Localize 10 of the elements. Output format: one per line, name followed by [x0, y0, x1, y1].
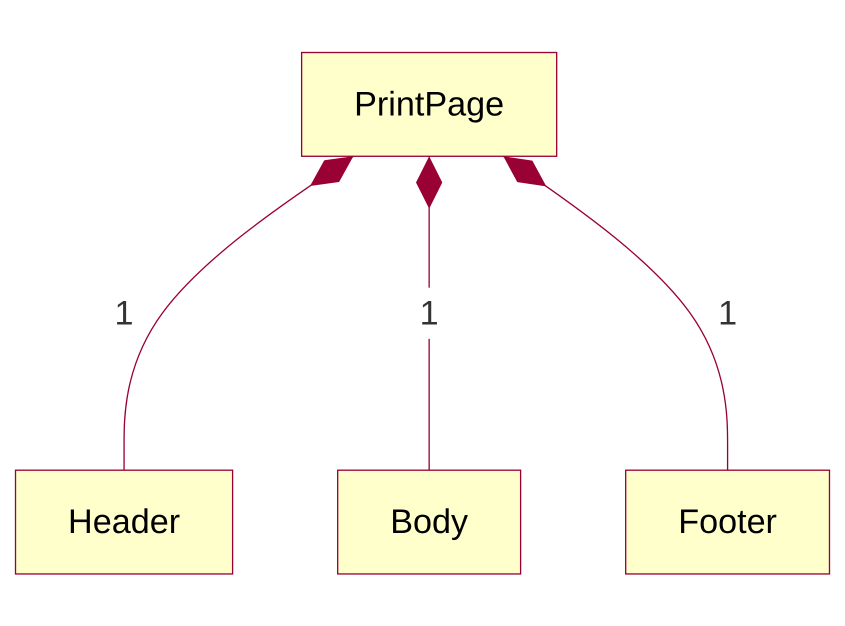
class-box: Body — [337, 469, 522, 574]
class-box: Footer — [625, 469, 830, 574]
edge-label: 1 — [420, 292, 439, 332]
composition-line — [502, 156, 728, 470]
edge-label: 1 — [114, 292, 134, 332]
class-box: PrintPage — [300, 52, 558, 157]
class-box: Header — [14, 469, 234, 574]
composition-line — [416, 156, 442, 470]
composition-line — [123, 156, 354, 470]
edge-label: 1 — [718, 292, 738, 332]
